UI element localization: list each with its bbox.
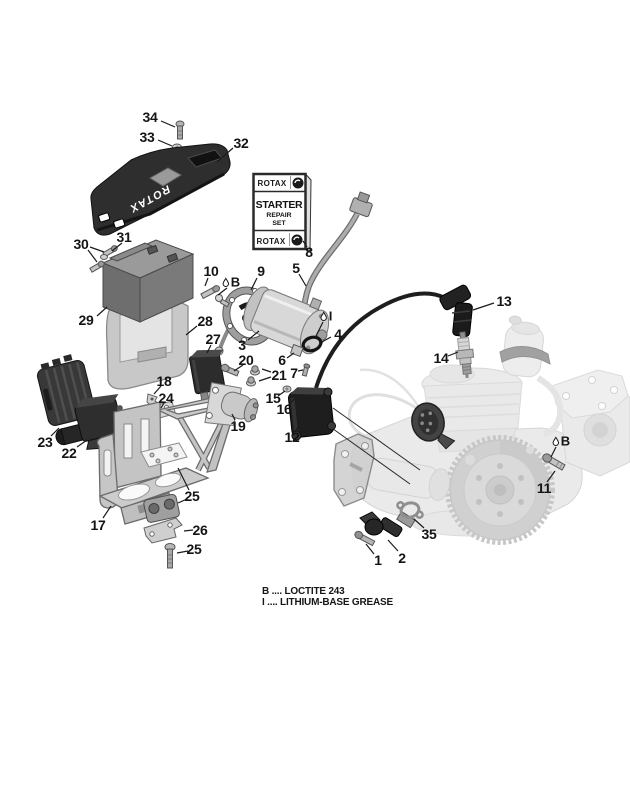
spark-plug-cap [439,284,473,337]
small-screw-7 [301,363,311,377]
battery-screws [89,245,118,273]
cover-screw-washer [172,120,185,151]
sensor-gasket [396,501,424,519]
engine-mount-plate [333,433,375,507]
legend-loctite: B .... LOCTITE 243 [262,586,345,597]
brand-logo-icon [291,234,303,246]
washer-15 [282,385,292,393]
repair-box-title: STARTER [256,199,303,211]
bolt-10 [200,285,221,300]
long-bolt [164,543,176,569]
spark-plug [455,331,475,379]
battery-tray [105,296,189,390]
bolt-1 [354,530,376,547]
bracket [143,517,183,544]
nuts-21 [246,365,260,387]
bolt-20 [220,363,240,377]
repair-set-box: ROTAX STARTER REPAIR SET ROTAX [252,172,312,252]
starter-motor [243,286,330,355]
rubber-spacer [143,493,180,523]
crank-sensor [359,510,416,538]
brand-logo-icon [292,177,304,189]
repair-box-brand-bottom: ROTAX [257,237,286,246]
mount-plate [140,442,188,468]
legend-grease: I .... LITHIUM-BASE GREASE [262,597,393,608]
spark-plug-wire [314,291,446,389]
repair-box-brand-top: ROTAX [258,179,287,188]
installed-starter-faded [365,457,451,501]
bolt-11 [542,453,566,471]
battery-cover: ROTAX [90,143,231,236]
repair-box-subtitle1: REPAIR [266,212,291,219]
battery [101,239,195,323]
engine-assembly-faded [347,315,630,545]
leader-lines [50,120,557,555]
repair-box-subtitle2: SET [272,220,286,227]
engine-connector [411,402,456,450]
o-ring [301,335,323,353]
